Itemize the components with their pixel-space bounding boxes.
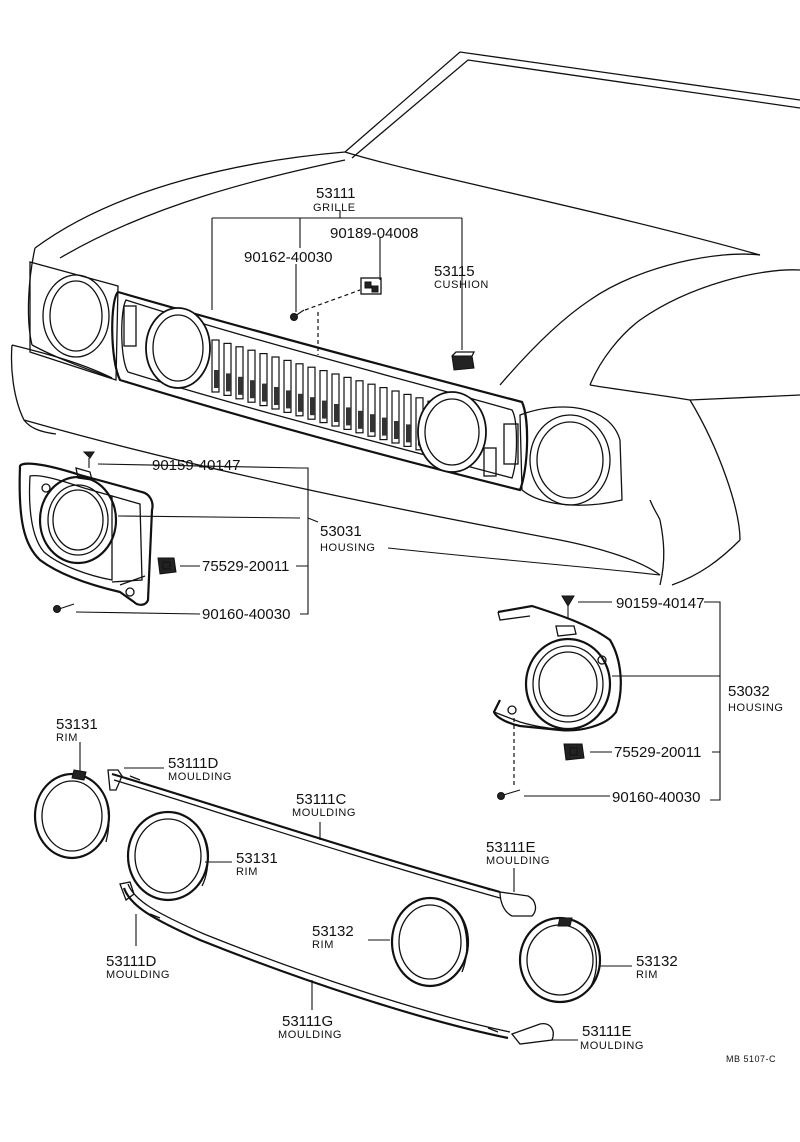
rh-nut bbox=[563, 743, 585, 761]
grille-slot-shadow bbox=[406, 424, 411, 443]
grille-part-name: GRILLE bbox=[313, 202, 356, 214]
moulding-53111c-part-number: 53111C bbox=[296, 791, 346, 808]
lh-screw-top-part-number: 90159-40147 bbox=[152, 457, 240, 474]
grille-slot bbox=[271, 356, 280, 410]
lh-nut bbox=[157, 557, 177, 575]
grille-slot-shadow bbox=[274, 387, 279, 405]
grille-slot-shadow bbox=[286, 390, 291, 409]
lh-nut-part-number: 75529-20011 bbox=[202, 558, 289, 575]
grille-slot bbox=[379, 387, 388, 441]
grille-slot-shadow bbox=[334, 404, 339, 422]
diagram-reference-code: MB 5107-C bbox=[726, 1054, 776, 1064]
grille-slot bbox=[391, 390, 400, 444]
grille-slot bbox=[223, 342, 232, 396]
rim-53132-right-part-number: 53132 bbox=[636, 953, 678, 970]
lh-screw-bottom-part-number: 90160-40030 bbox=[202, 606, 290, 623]
moulding-53111e-bottom-part-name: MOULDING bbox=[580, 1040, 644, 1052]
grille-drawing bbox=[111, 290, 529, 492]
rh-screw-top bbox=[561, 595, 575, 618]
grille-slot-shadow bbox=[214, 370, 219, 388]
rim-53131-left-drawing bbox=[33, 769, 111, 860]
moulding-53111d-top-part-name: MOULDING bbox=[168, 771, 232, 783]
grille-part-number: 53111 bbox=[316, 185, 356, 202]
lh-housing-part-number: 53031 bbox=[320, 523, 362, 540]
rim-53132-center-part-name: RIM bbox=[312, 939, 334, 951]
grille-slot-shadow bbox=[262, 383, 267, 402]
grille-slot bbox=[283, 359, 292, 413]
lh-screw-bottom bbox=[53, 603, 75, 613]
rim-53131-center-part-name: RIM bbox=[236, 866, 258, 878]
grille-slot bbox=[235, 346, 244, 400]
grille-slot bbox=[211, 339, 220, 393]
clip-part-number: 90189-04008 bbox=[330, 225, 418, 242]
rh-housing-part-number: 53032 bbox=[728, 683, 770, 700]
moulding-53111e-top-part-name: MOULDING bbox=[486, 855, 550, 867]
grille-slot-shadow bbox=[310, 397, 315, 416]
grille-slot bbox=[247, 349, 256, 403]
grille-slot bbox=[343, 376, 352, 430]
moulding-53111e-bottom-drawing bbox=[510, 1023, 554, 1045]
moulding-53111c-part-name: MOULDING bbox=[292, 807, 356, 819]
grille-slot-shadow bbox=[298, 393, 303, 412]
moulding-53111d-bottom-part-name: MOULDING bbox=[106, 969, 170, 981]
grille-slot bbox=[403, 393, 412, 447]
rim-53132-center-part-number: 53132 bbox=[312, 923, 354, 940]
grille-slot-shadow bbox=[358, 410, 363, 429]
lh-housing-part-name: HOUSING bbox=[320, 542, 376, 554]
grille-screw bbox=[290, 309, 305, 321]
rim-53132-right-drawing bbox=[518, 916, 602, 1004]
moulding-53111e-bottom-part-number: 53111E bbox=[582, 1023, 632, 1040]
rim-53131-center-part-number: 53131 bbox=[236, 850, 278, 867]
grille-slot bbox=[259, 353, 268, 407]
rim-53132-center-drawing bbox=[390, 896, 470, 988]
grille-slot bbox=[295, 363, 304, 417]
rim-53131-left-part-name: RIM bbox=[56, 732, 78, 744]
moulding-53111d-top-part-number: 53111D bbox=[168, 755, 218, 772]
cushion-part bbox=[451, 351, 476, 371]
moulding-53111g-drawing bbox=[119, 881, 511, 1040]
grille-slot bbox=[331, 373, 340, 427]
moulding-53111e-top-drawing bbox=[499, 891, 537, 917]
car-body-drawing bbox=[10, 51, 800, 586]
rh-screw-top-part-number: 90159-40147 bbox=[616, 595, 704, 612]
grille-slot-shadow bbox=[226, 373, 231, 392]
clip-part bbox=[360, 277, 382, 295]
rim-53131-left-part-number: 53131 bbox=[56, 716, 98, 733]
moulding-53111c-drawing bbox=[107, 769, 501, 899]
grille-slot bbox=[307, 366, 316, 420]
grille-slot-shadow bbox=[322, 400, 327, 419]
rh-housing-drawing bbox=[492, 604, 622, 732]
rim-53132-right-part-name: RIM bbox=[636, 969, 658, 981]
grille-slot-shadow bbox=[238, 376, 243, 395]
grille-slot-shadow bbox=[394, 421, 399, 439]
lh-screw-top bbox=[82, 451, 95, 468]
grille-slot-shadow bbox=[370, 414, 375, 433]
rh-nut-part-number: 75529-20011 bbox=[614, 744, 701, 761]
grille-slot-shadow bbox=[382, 417, 387, 436]
moulding-53111g-part-name: MOULDING bbox=[278, 1029, 342, 1041]
rh-screw-bottom-part-number: 90160-40030 bbox=[612, 789, 700, 806]
rh-screw-bottom bbox=[497, 789, 521, 800]
moulding-53111g-part-number: 53111G bbox=[282, 1013, 333, 1030]
grille-slot bbox=[319, 370, 328, 424]
grille-slot bbox=[367, 383, 376, 437]
lh-housing-drawing bbox=[18, 462, 154, 606]
rh-housing-part-name: HOUSING bbox=[728, 702, 784, 714]
cushion-part-number: 53115 bbox=[434, 263, 475, 280]
grille-slot bbox=[355, 380, 364, 434]
rim-53131-center-drawing bbox=[126, 810, 210, 902]
cushion-part-name: CUSHION bbox=[434, 279, 489, 291]
moulding-53111e-top-part-number: 53111E bbox=[486, 839, 536, 856]
grille-slot-shadow bbox=[250, 380, 255, 399]
moulding-53111d-bottom-part-number: 53111D bbox=[106, 953, 156, 970]
grille-screw-part-number: 90162-40030 bbox=[244, 249, 332, 266]
grille-slot-shadow bbox=[346, 407, 351, 426]
